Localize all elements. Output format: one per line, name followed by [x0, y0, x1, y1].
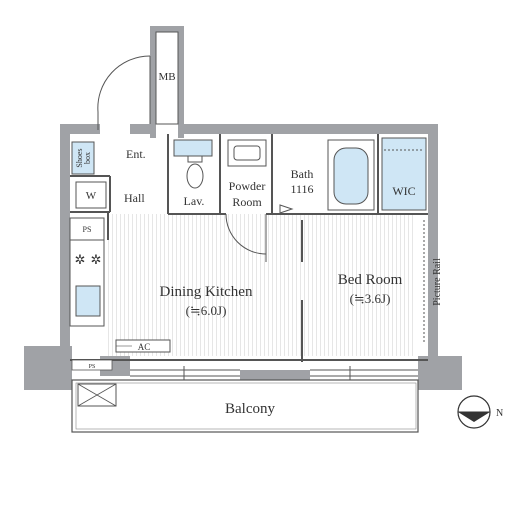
walk-in-closet	[381, 137, 427, 211]
balcony-windows	[130, 366, 418, 380]
balcony-inner-edge	[75, 382, 417, 430]
powder-room-label-1: Powder	[229, 179, 266, 193]
mb-cabinet	[155, 31, 179, 125]
washer-space	[75, 181, 107, 209]
wic-label: WIC	[392, 184, 415, 198]
entrance-label: Ent.	[126, 147, 146, 161]
bed-room-size: (≒3.6J)	[350, 291, 391, 306]
powder-room-door	[225, 213, 267, 262]
shoes-box-label-1: Shoes	[75, 148, 84, 167]
pipe-space-lower-label: PS	[89, 364, 96, 370]
dining-kitchen-floor	[108, 214, 304, 356]
hall-label: Hall	[124, 191, 145, 205]
bathtub-basin	[333, 147, 369, 205]
balcony	[71, 379, 419, 433]
entrance-door	[97, 55, 151, 130]
compass-icon	[457, 395, 491, 429]
lavatory-basin	[173, 139, 213, 157]
pipe-space-upper-label: PS	[83, 225, 92, 234]
interior-walls	[70, 134, 428, 362]
arrow-icon	[279, 204, 294, 214]
kitchen-sink	[75, 285, 101, 317]
toilet-tank	[187, 155, 203, 163]
sink-icon	[233, 145, 261, 161]
compass-north-label: N	[496, 408, 503, 419]
balcony-label: Balcony	[225, 401, 275, 417]
picture-rail-label: Picture Rail	[432, 258, 443, 306]
stove-burner-icon: ✲	[75, 252, 86, 267]
powder-room-label-2: Room	[232, 195, 262, 209]
shoes-box-label-2: box	[83, 152, 92, 164]
bed-room-label: Bed Room	[338, 272, 403, 288]
shoes-box	[71, 141, 95, 175]
pipe-space-lower	[71, 359, 113, 371]
outdoor-unit-cross	[77, 383, 117, 407]
lavatory-label: Lav.	[184, 194, 205, 208]
stove-burner-icon: ✲	[91, 252, 102, 267]
washer-label: W	[86, 190, 97, 202]
dining-kitchen-size: (≒6.0J)	[186, 303, 227, 318]
bed-room-floor	[304, 214, 414, 356]
toilet-icon	[186, 163, 204, 189]
dining-kitchen-label: Dining Kitchen	[160, 284, 253, 300]
bath-label-2: 1116	[290, 182, 313, 196]
ac-label: AC	[138, 342, 151, 352]
mb-label: MB	[158, 71, 175, 83]
bath-label-1: Bath	[291, 167, 314, 181]
